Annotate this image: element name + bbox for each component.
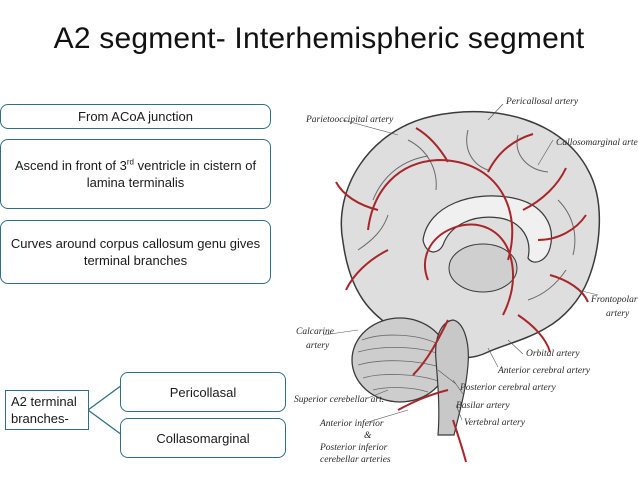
label-superior-cerebellar: Superior cerebellar art. [294, 395, 384, 405]
brainstem [435, 319, 469, 436]
connector-upper [87, 384, 123, 411]
label-orbital: Orbital artery [526, 349, 580, 359]
label-vertebral: Vertebral artery [464, 418, 526, 428]
thalamus [448, 243, 518, 293]
label-aica-3: Posterior inferior [319, 442, 388, 453]
label-calcarine-2: artery [306, 341, 330, 351]
label-callosomarginal: Callosomarginal artery [556, 138, 638, 148]
origin-text: From ACoA junction [78, 109, 193, 124]
label-posterior-cerebral: Posterior cerebral artery [459, 383, 556, 393]
label-pericallosal: Pericallosal artery [505, 97, 579, 107]
ascend-text: Ascend in front of 3rd ventricle in cist… [14, 157, 257, 190]
label-basilar: Basilar artery [456, 401, 510, 411]
label-anterior-cerebral: Anterior cerebral artery [497, 366, 591, 376]
figure-leader-lines [322, 103, 599, 423]
curves-box: Curves around corpus callosum genu gives… [0, 220, 271, 284]
label-aica-4: cerebellar arteries [320, 455, 391, 465]
label-frontopolar-2: artery [606, 309, 630, 319]
corpus-callosum [422, 195, 552, 263]
terminal-branches-text: A2 terminal branches- [11, 394, 77, 426]
callosomarginal-box: Collasomarginal [120, 418, 286, 458]
label-aica-2: & [364, 431, 372, 441]
pericallosal-text: Pericollasal [169, 384, 237, 400]
label-frontopolar-1: Frontopolar [590, 295, 638, 305]
pericallosal-box: Pericollasal [120, 372, 286, 412]
label-aica-1: Anterior inferior [319, 418, 384, 429]
label-parietooccipital: Parietooccipital artery [305, 115, 394, 125]
slide-title: A2 segment- Interhemispheric segment [53, 22, 585, 55]
origin-box: From ACoA junction [0, 104, 271, 129]
curves-text: Curves around corpus callosum genu gives… [10, 236, 261, 268]
artery-network [335, 127, 589, 463]
brain-medial-illustration: Parietooccipital artery Pericallosal art… [294, 97, 638, 465]
label-calcarine-1: Calcarine [296, 327, 334, 337]
ascend-box: Ascend in front of 3rd ventricle in cist… [0, 139, 271, 209]
connector-lower [87, 409, 123, 436]
cerebellar-folia [357, 334, 444, 393]
cerebellum [351, 317, 449, 403]
terminal-branches-box: A2 terminal branches- [5, 390, 89, 430]
callosomarginal-text: Collasomarginal [156, 430, 250, 446]
